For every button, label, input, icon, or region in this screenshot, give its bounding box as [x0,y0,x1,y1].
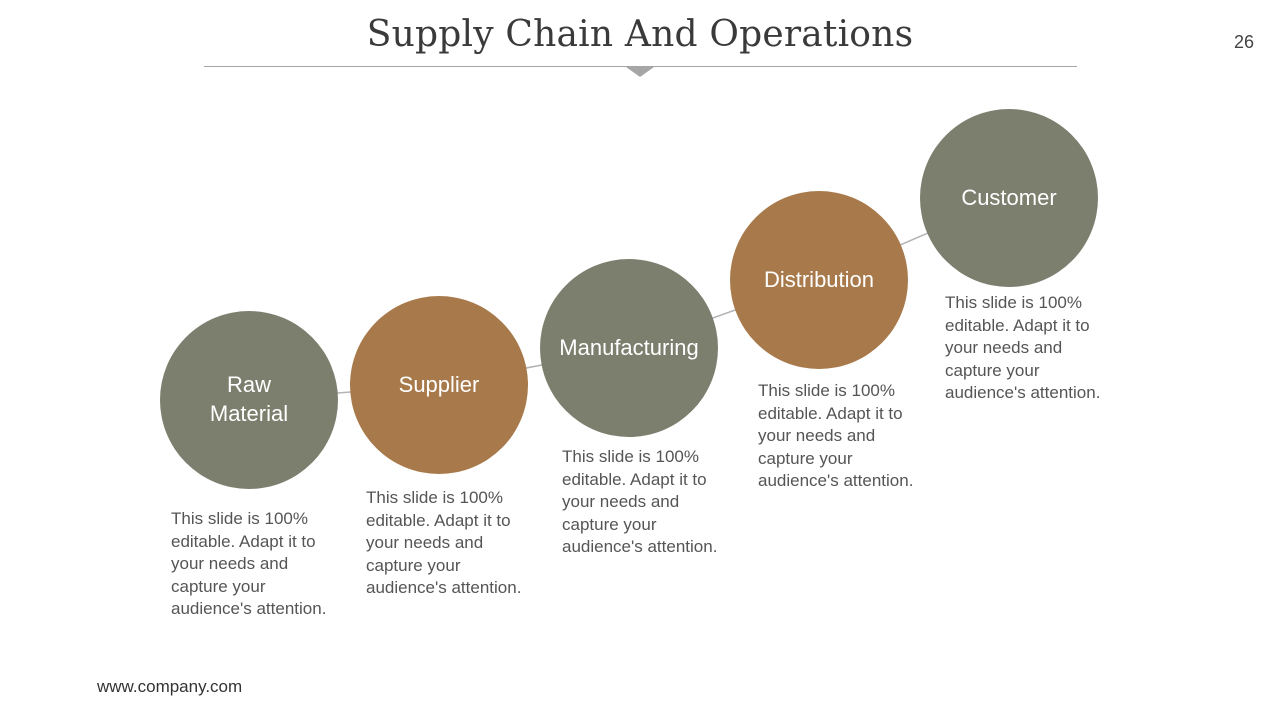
title-divider [204,66,1077,67]
footer-website: www.company.com [97,677,243,696]
step-circle-raw-material: Raw Material [160,311,338,489]
step-label: Distribution [763,266,875,292]
step-description-supplier: This slide is 100% editable. Adapt it to… [366,488,522,597]
step-description-manufacturing: This slide is 100% editable. Adapt it to… [562,447,718,556]
step-label: Customer [961,184,1057,210]
step-circle-customer: Customer [920,109,1098,287]
step-circle-manufacturing: Manufacturing [540,259,718,437]
slide-title: Supply Chain And Operations [366,14,914,55]
title-pointer-triangle [626,67,654,77]
step-label: Manufacturing [559,334,699,360]
step-label: Supplier [398,371,480,397]
step-description-raw-material: This slide is 100% editable. Adapt it to… [171,509,327,618]
step-circle-distribution: Distribution [730,191,908,369]
step-label: Raw Material [209,372,289,426]
step-description-distribution: This slide is 100% editable. Adapt it to… [758,381,914,490]
page-number: 26 [1233,32,1254,52]
step-circle-supplier: Supplier [350,296,528,474]
step-description-customer: This slide is 100% editable. Adapt it to… [945,293,1101,402]
